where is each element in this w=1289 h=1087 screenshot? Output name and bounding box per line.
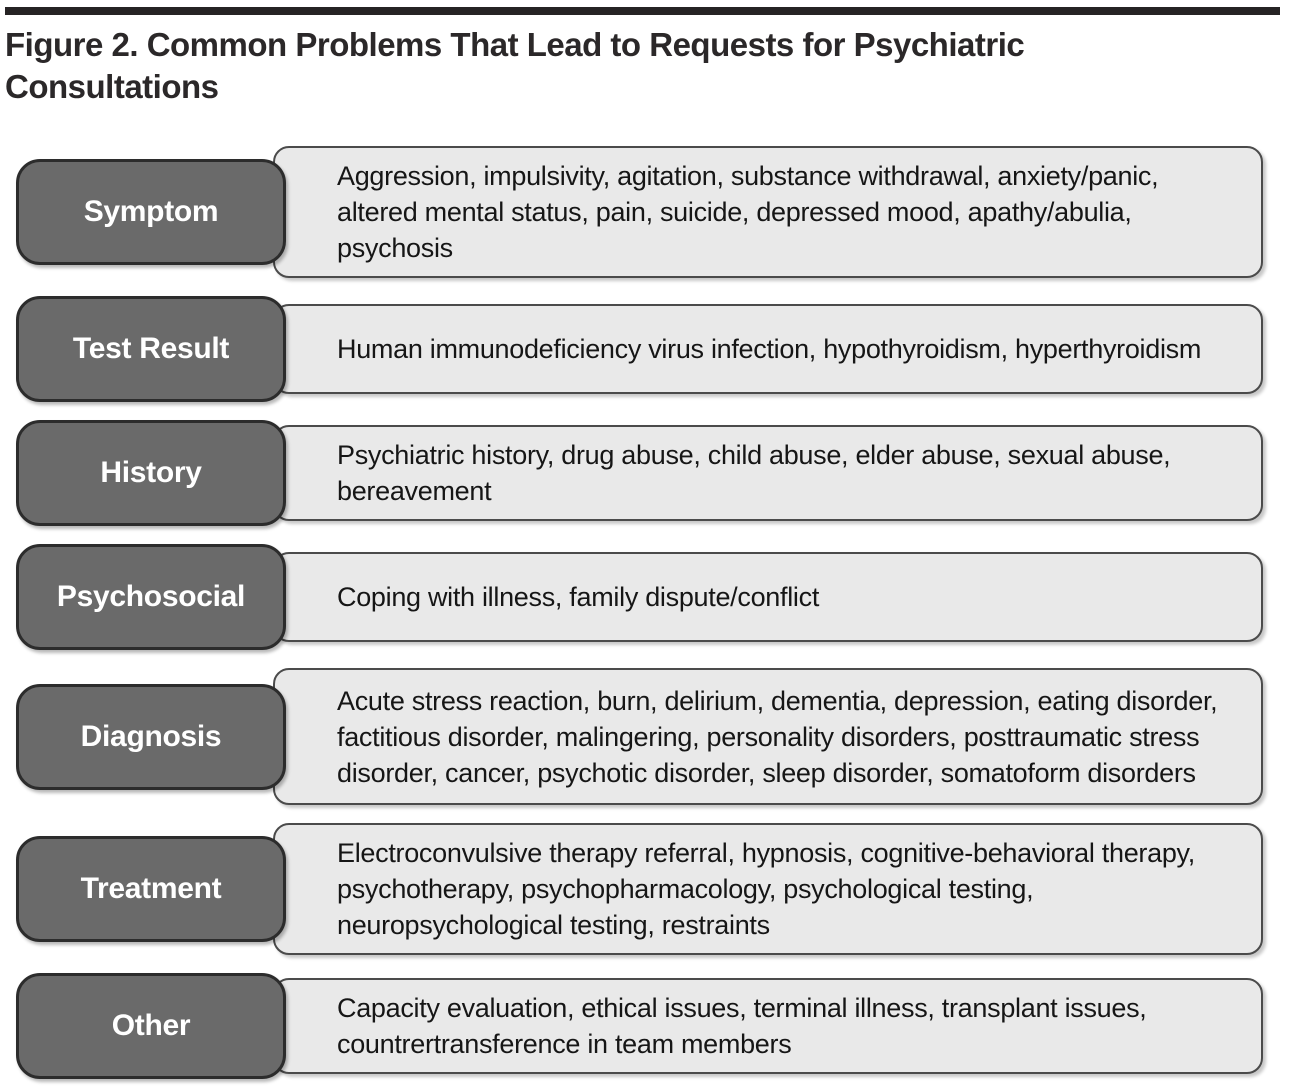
category-label: History bbox=[100, 456, 202, 489]
category-rows: Symptom Aggression, impulsivity, agitati… bbox=[0, 146, 1289, 1079]
row-symptom: Symptom Aggression, impulsivity, agitati… bbox=[16, 146, 1263, 278]
category-items-box-history: Psychiatric history, drug abuse, child a… bbox=[273, 425, 1263, 521]
category-label-box-history: History bbox=[16, 420, 286, 526]
category-label-box-other: Other bbox=[16, 973, 286, 1079]
figure-title-line-1: Figure 2. Common Problems That Lead to R… bbox=[5, 26, 1025, 63]
category-label: Psychosocial bbox=[56, 580, 246, 613]
category-items-box-other: Capacity evaluation, ethical issues, ter… bbox=[273, 978, 1263, 1074]
category-label: Other bbox=[111, 1009, 191, 1042]
row-treatment: Treatment Electroconvulsive therapy refe… bbox=[16, 823, 1263, 955]
category-items-box-psychosocial: Coping with illness, family dispute/conf… bbox=[273, 552, 1263, 642]
category-label: Diagnosis bbox=[80, 719, 222, 753]
category-items-box-test-result: Human immunodeficiency virus infection, … bbox=[273, 304, 1263, 394]
row-test-result: Test Result Human immunodeficiency virus… bbox=[16, 296, 1263, 402]
figure-title-line-2: Consultations bbox=[5, 68, 219, 105]
category-items: Capacity evaluation, ethical issues, ter… bbox=[337, 993, 1147, 1059]
category-label: Treatment bbox=[80, 872, 222, 905]
category-items-box-symptom: Aggression, impulsivity, agitation, subs… bbox=[273, 146, 1263, 278]
category-items: Aggression, impulsivity, agitation, subs… bbox=[337, 161, 1159, 263]
category-items-box-treatment: Electroconvulsive therapy referral, hypn… bbox=[273, 823, 1263, 955]
row-history: History Psychiatric history, drug abuse,… bbox=[16, 420, 1263, 526]
category-label-box-treatment: Treatment bbox=[16, 836, 286, 942]
top-rule bbox=[5, 7, 1280, 15]
category-items: Acute stress reaction, burn, delirium, d… bbox=[337, 685, 1218, 788]
figure-title: Figure 2. Common Problems That Lead to R… bbox=[5, 24, 1269, 108]
category-items: Human immunodeficiency virus infection, … bbox=[337, 334, 1202, 364]
category-label-box-symptom: Symptom bbox=[16, 159, 286, 265]
row-psychosocial: Psychosocial Coping with illness, family… bbox=[16, 544, 1263, 650]
category-items-box-diagnosis: Acute stress reaction, burn, delirium, d… bbox=[273, 668, 1263, 805]
category-label-box-psychosocial: Psychosocial bbox=[16, 544, 286, 650]
category-label-box-test-result: Test Result bbox=[16, 296, 286, 402]
category-items: Coping with illness, family dispute/conf… bbox=[337, 582, 820, 612]
category-label: Symptom bbox=[83, 195, 219, 228]
category-label: Test Result bbox=[72, 332, 230, 365]
category-items: Electroconvulsive therapy referral, hypn… bbox=[337, 838, 1195, 940]
row-other: Other Capacity evaluation, ethical issue… bbox=[16, 973, 1263, 1079]
category-items: Psychiatric history, drug abuse, child a… bbox=[337, 440, 1171, 506]
category-label-box-diagnosis: Diagnosis bbox=[16, 683, 286, 790]
row-diagnosis: Diagnosis Acute stress reaction, burn, d… bbox=[16, 668, 1263, 805]
